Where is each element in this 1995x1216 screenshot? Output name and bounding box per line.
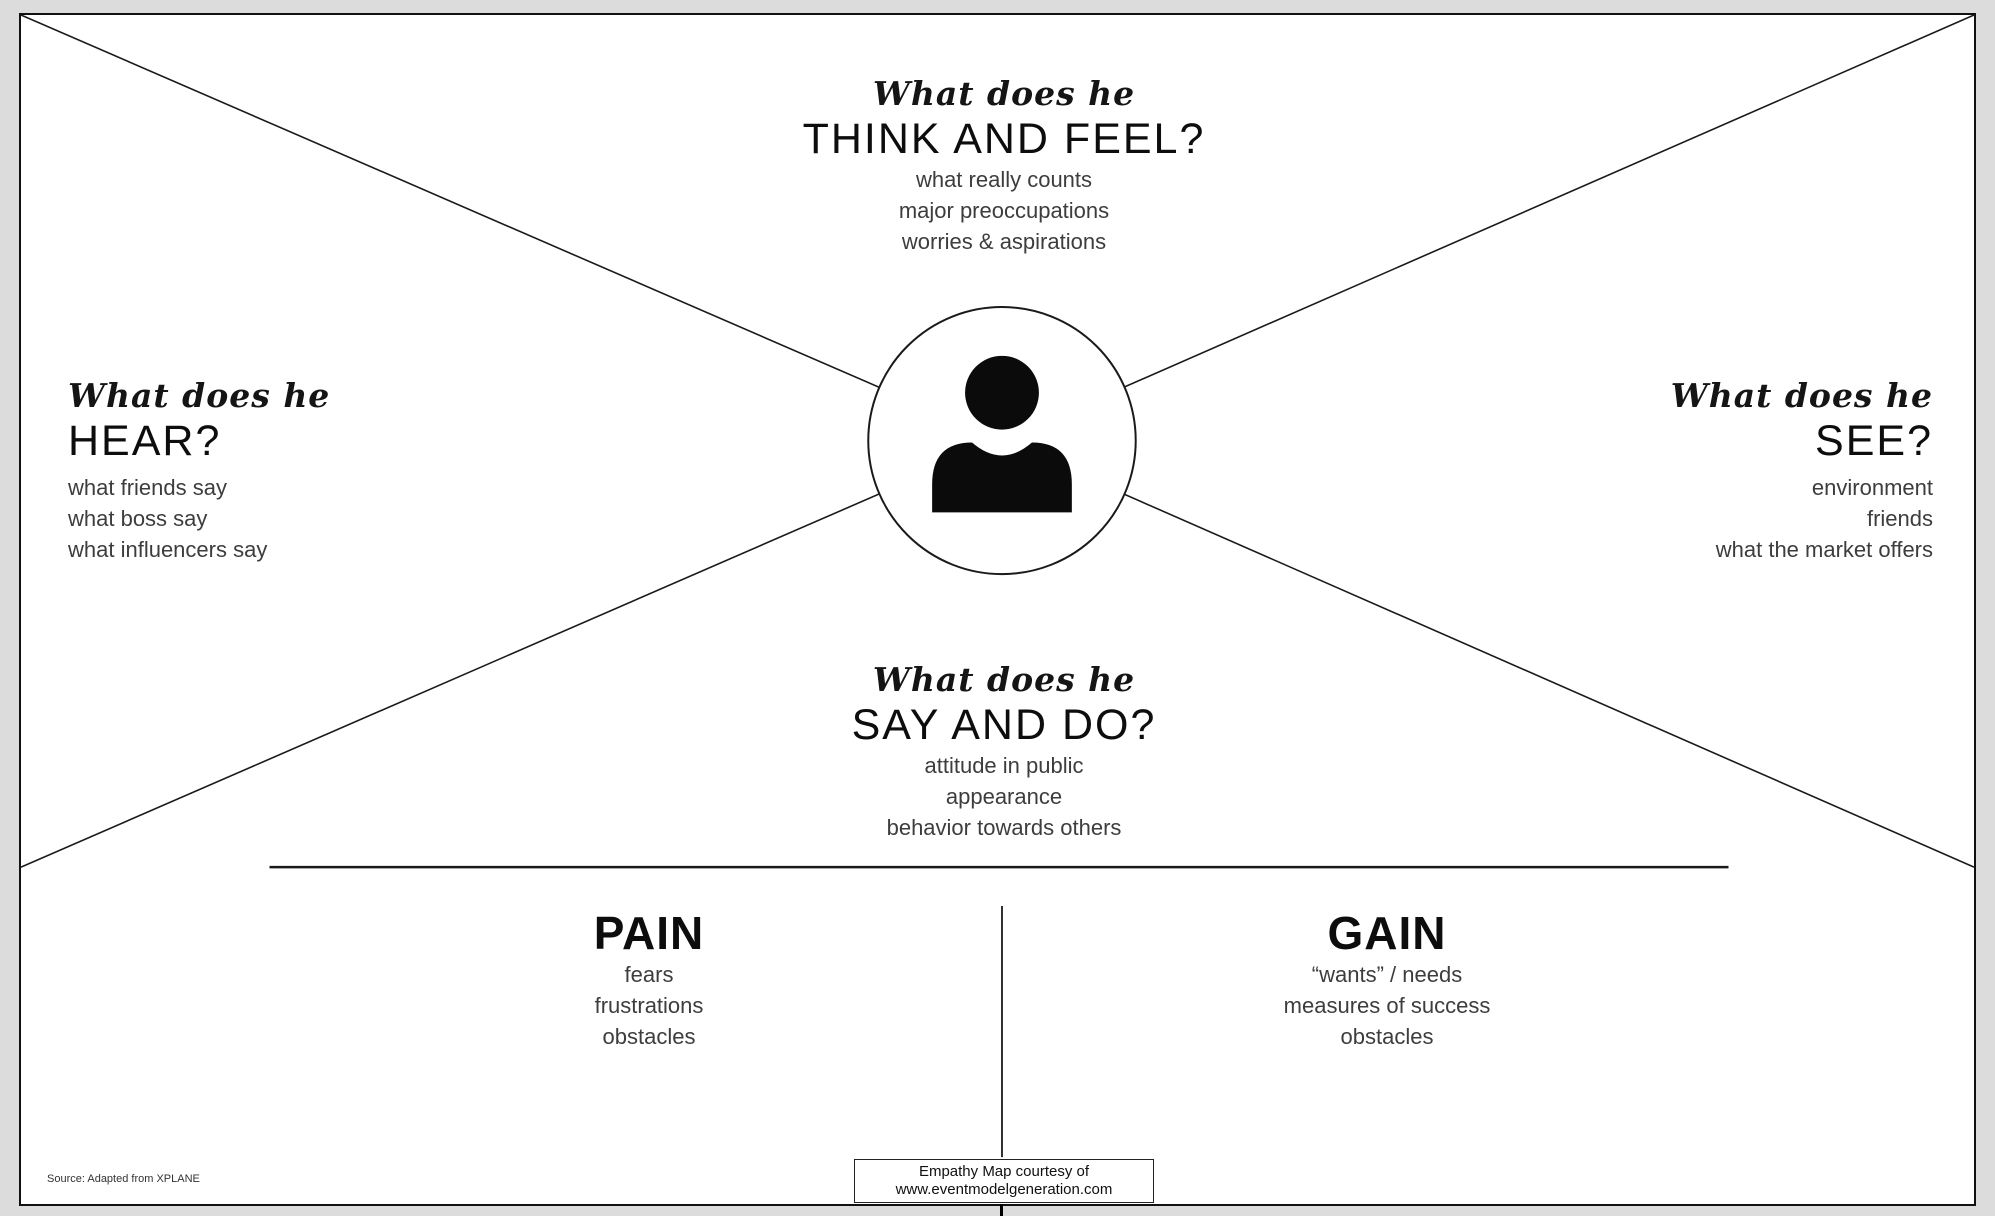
- source-note: Source: Adapted from XPLANE: [47, 1173, 200, 1185]
- see-title: SEE?: [1815, 417, 1933, 465]
- quadrant-think-feel: What does he THINK AND FEEL? what really…: [803, 74, 1206, 257]
- credit-line: Empathy Map courtesy of: [918, 1163, 1090, 1180]
- crop-mark: [1000, 1204, 1003, 1216]
- diagram-lines: [21, 15, 1974, 1158]
- diagonal-bottom-right: [1001, 439, 1974, 868]
- see-item: what the market offers: [1715, 537, 1933, 562]
- credit-box: Empathy Map courtesy of www.eventmodelge…: [854, 1159, 1154, 1203]
- pain-item: obstacles: [602, 1024, 696, 1049]
- say-do-lead: What does he: [872, 660, 1136, 699]
- think-feel-lead: What does he: [872, 74, 1136, 113]
- see-item: environment: [1811, 475, 1933, 500]
- center-circle: [867, 306, 1137, 576]
- gain-item: “wants” / needs: [1311, 962, 1463, 987]
- quadrant-say-do: What does he SAY AND DO? attitude in pub…: [852, 660, 1157, 843]
- say-do-title: SAY AND DO?: [851, 701, 1157, 749]
- diagonal-top-left: [21, 15, 1003, 442]
- pain-title: PAIN: [593, 907, 705, 959]
- diagonal-top-right: [1001, 15, 1974, 442]
- hear-item: what boss say: [68, 506, 208, 531]
- think-feel-item: major preoccupations: [898, 198, 1110, 223]
- think-feel-title: THINK AND FEEL?: [802, 115, 1206, 163]
- say-do-item: attitude in public: [924, 753, 1084, 778]
- quadrant-see: What does he SEE? environment friends wh…: [1671, 376, 1933, 565]
- hear-title: HEAR?: [68, 417, 222, 465]
- diagonal-bottom-left: [21, 439, 1003, 868]
- think-feel-item: what really counts: [915, 167, 1093, 192]
- section-gain: GAIN “wants” / needs measures of success…: [1284, 907, 1491, 1052]
- see-item: friends: [1866, 506, 1933, 531]
- pain-item: frustrations: [594, 993, 704, 1018]
- credit-link: www.eventmodelgeneration.com: [895, 1181, 1113, 1198]
- person-icon: [932, 355, 1072, 513]
- see-lead: What does he: [1670, 376, 1933, 415]
- pain-item: fears: [624, 962, 674, 987]
- say-do-item: appearance: [945, 784, 1063, 809]
- hear-item: what friends say: [68, 475, 227, 500]
- say-do-item: behavior towards others: [886, 815, 1122, 840]
- hear-lead: What does he: [68, 376, 331, 415]
- think-feel-item: worries & aspirations: [901, 229, 1107, 254]
- gain-item: obstacles: [1340, 1024, 1434, 1049]
- gain-title: GAIN: [1327, 907, 1447, 959]
- hear-item: what influencers say: [68, 537, 268, 562]
- empathy-map-board: What does he THINK AND FEEL? what really…: [19, 13, 1976, 1206]
- section-pain: PAIN fears frustrations obstacles: [594, 907, 705, 1052]
- quadrant-hear: What does he HEAR? what friends say what…: [68, 376, 330, 565]
- gain-item: measures of success: [1283, 993, 1491, 1018]
